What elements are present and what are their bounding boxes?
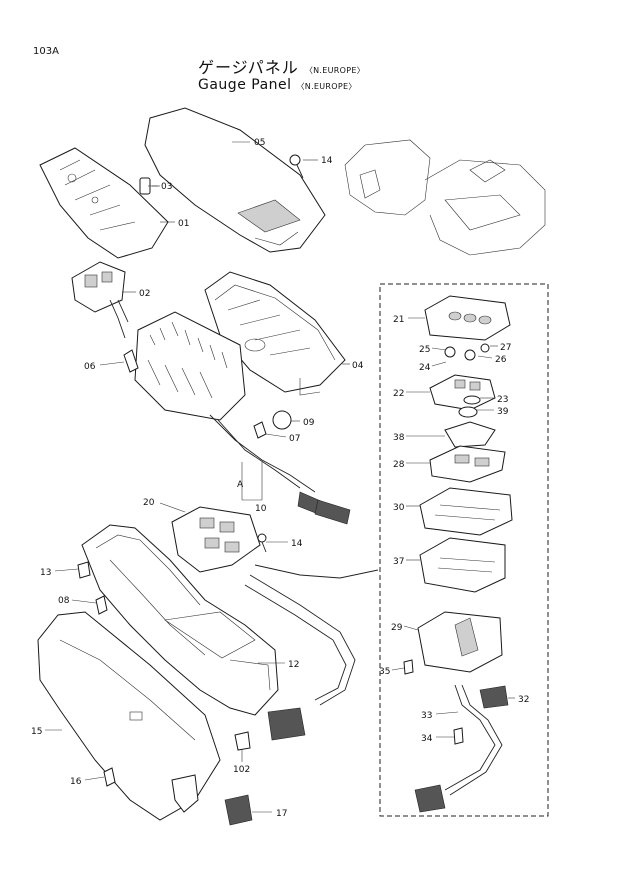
board-37	[419, 537, 506, 593]
console-cable	[244, 574, 356, 741]
switch-bracket-02	[71, 261, 129, 339]
callout-35: 35	[379, 667, 390, 677]
callout-12: 12	[288, 660, 299, 670]
callout-34: 34	[421, 734, 433, 744]
callout-08: 08	[58, 596, 70, 606]
callout-14-top: 14	[321, 156, 333, 166]
callout-26: 26	[495, 355, 507, 365]
callout-10: 10	[255, 504, 267, 514]
callout-20: 20	[143, 498, 155, 508]
callout-28: 28	[393, 460, 405, 470]
callout-03: 03	[161, 182, 172, 192]
cover-05	[144, 107, 326, 253]
panel-21	[424, 295, 511, 341]
bracket-102	[234, 731, 251, 751]
callout-01: 01	[178, 219, 189, 229]
screw-07	[253, 421, 267, 439]
callout-06: 06	[84, 362, 96, 372]
title-english-text: Gauge Panel	[198, 77, 292, 93]
callout-22: 22	[393, 389, 404, 399]
screw-34	[453, 727, 464, 745]
plate-28	[429, 445, 506, 483]
connector-32	[479, 685, 509, 709]
region-label-en: 〈N.EUROPE〉	[296, 82, 357, 91]
detail-box	[254, 283, 549, 817]
wire-harness	[134, 311, 351, 525]
callout-05: 05	[254, 138, 265, 148]
part-39	[458, 406, 478, 418]
callout-29: 29	[391, 623, 403, 633]
bolt-14-lower	[257, 533, 267, 553]
screw-13	[77, 561, 91, 579]
region-label-jp: 〈N.EUROPE〉	[304, 66, 365, 75]
screw-35	[403, 659, 414, 675]
callout-detail-A: A	[237, 480, 244, 490]
screw-08	[95, 595, 108, 615]
callout-14-lower: 14	[291, 539, 303, 549]
screw-16	[103, 767, 116, 787]
callout-39: 39	[497, 407, 509, 417]
switch-panel-20	[171, 506, 261, 573]
callout-23: 23	[497, 395, 508, 405]
bolt-14-top	[289, 154, 304, 179]
callout-30: 30	[393, 503, 405, 513]
harness-33	[414, 684, 503, 813]
part-23	[463, 395, 481, 405]
board-30	[419, 487, 513, 536]
callout-33: 33	[421, 711, 432, 721]
callout-13: 13	[40, 568, 51, 578]
base-29	[417, 611, 503, 673]
console-frame-12	[81, 524, 279, 716]
cap-09	[272, 410, 292, 430]
page-number: 103A	[33, 46, 59, 57]
callout-37: 37	[393, 557, 404, 567]
callout-15: 15	[31, 727, 42, 737]
leader-lines	[45, 141, 515, 813]
callout-24: 24	[419, 363, 431, 373]
callout-02: 02	[139, 289, 150, 299]
callout-102: 102	[233, 765, 250, 775]
clip-17	[171, 774, 253, 826]
title-english: Gauge Panel 〈N.EUROPE〉	[198, 77, 357, 93]
bolt-06	[123, 349, 139, 373]
callout-04: 04	[352, 361, 364, 371]
callout-32: 32	[518, 695, 529, 705]
title-japanese-text: ゲージパネル	[198, 58, 299, 77]
callout-07: 07	[289, 434, 300, 444]
callout-21: 21	[393, 315, 404, 325]
callout-09: 09	[303, 418, 315, 428]
callout-38: 38	[393, 433, 405, 443]
switch-22	[429, 374, 496, 411]
callout-17: 17	[276, 809, 287, 819]
callout-16: 16	[70, 777, 82, 787]
gauge-cover-01	[39, 147, 169, 259]
knob-25	[444, 343, 490, 361]
pad-38	[444, 421, 496, 448]
machine-outline	[344, 139, 546, 256]
callout-27: 27	[500, 343, 511, 353]
callout-25: 25	[419, 345, 430, 355]
title-japanese: ゲージパネル 〈N.EUROPE〉	[198, 54, 365, 78]
